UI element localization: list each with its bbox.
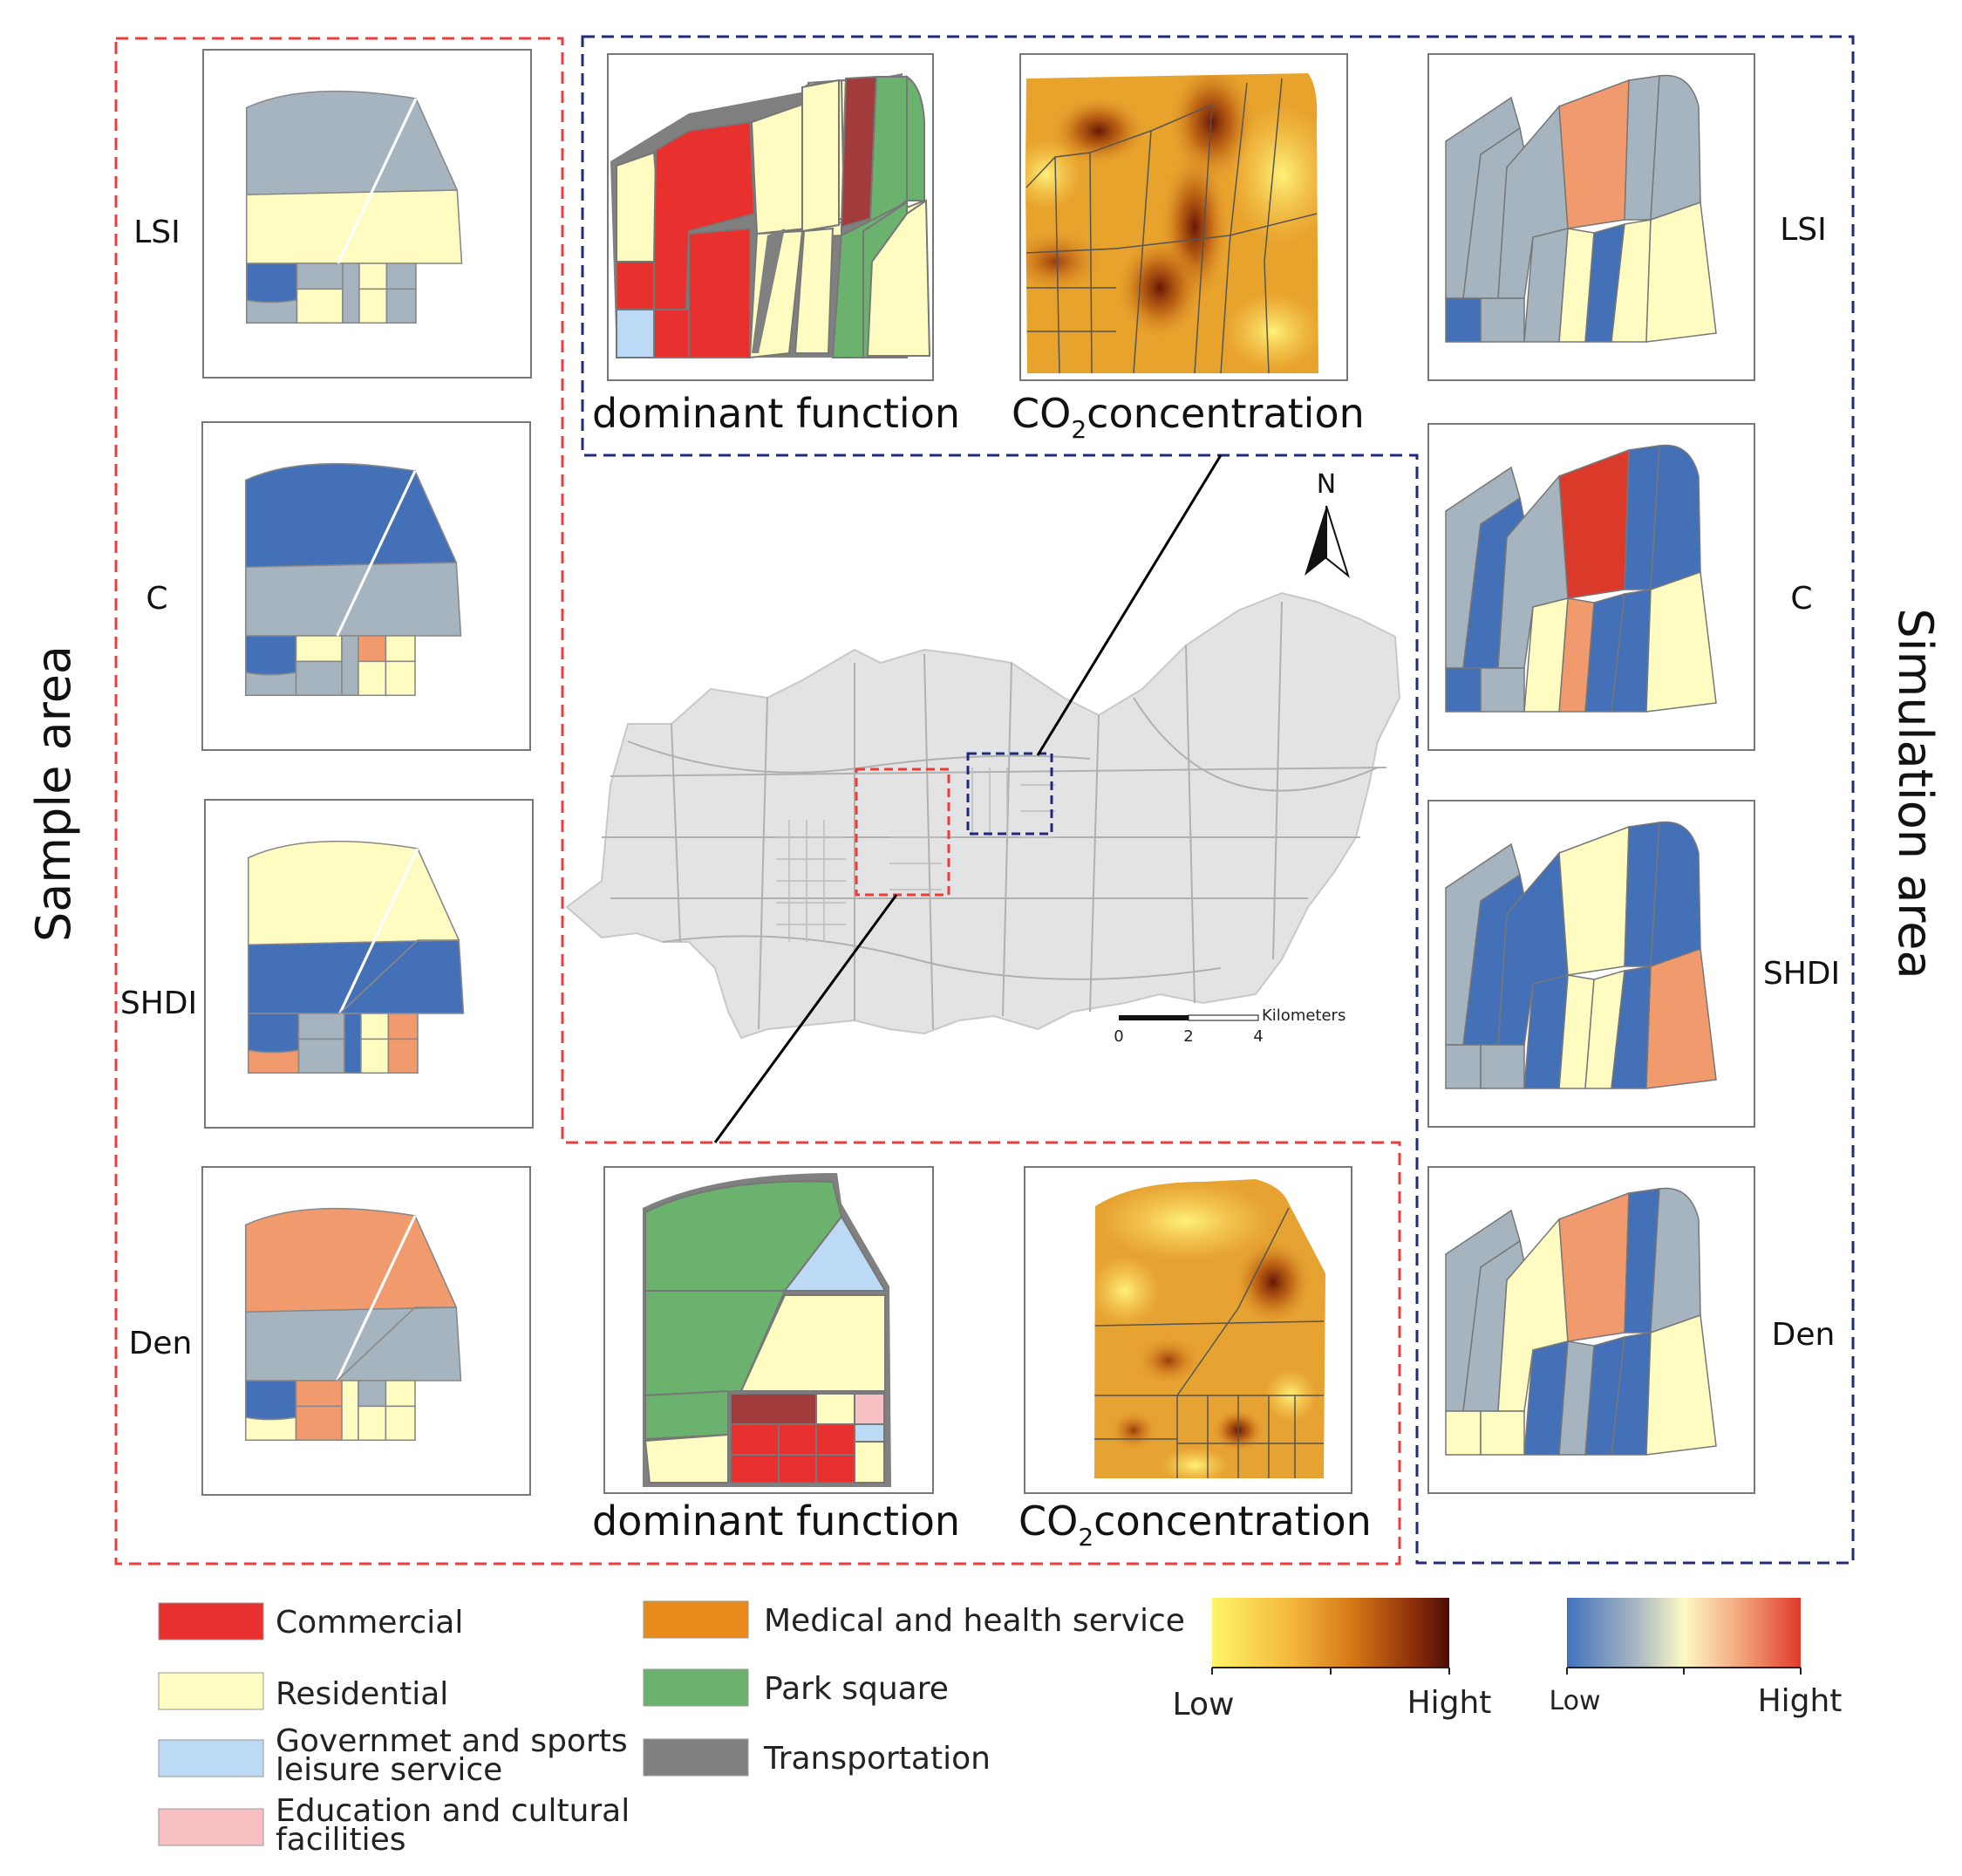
- svg-text:4: 4: [1253, 1027, 1263, 1046]
- row-label-sample-lsi: LSI: [133, 215, 181, 250]
- row-label-sample-shdi: SHDI: [120, 986, 197, 1021]
- simulation-area-frame: [581, 35, 1855, 1565]
- svg-text:Education and cultural: Education and cultural: [276, 1793, 630, 1829]
- legend-item-medical-health: Medical and health service: [643, 1600, 1185, 1639]
- row-label-sample-c: C: [146, 581, 167, 617]
- sample-index-map-1: [202, 49, 532, 379]
- row-label-sim-c: C: [1790, 581, 1812, 617]
- svg-text:leisure service: leisure service: [276, 1752, 502, 1788]
- caption-sample-co2: CO2concentration: [1018, 1497, 1372, 1552]
- sample-maps: [201, 49, 534, 1496]
- caption-sim-dominant-function: dominant function: [592, 390, 960, 437]
- legend-item-education-culture: Education and cultural facilities: [158, 1793, 630, 1858]
- legend-item-government-sports: Governmet and sports leisure service: [158, 1723, 628, 1788]
- svg-text:Transportation: Transportation: [763, 1741, 991, 1777]
- sample-dominant-function-map: [603, 1166, 934, 1494]
- svg-text:2: 2: [1183, 1027, 1193, 1046]
- svg-text:Low: Low: [1549, 1686, 1600, 1716]
- co2-color-ramp: Low Hight: [1173, 1598, 1492, 1723]
- sample-area-title: Sample area: [26, 645, 81, 942]
- row-label-sim-den: Den: [1772, 1317, 1836, 1353]
- sim-index-map-2: [1427, 423, 1755, 751]
- simulation-area-title: Simulation area: [1888, 608, 1943, 979]
- sim-index-map-4: [1427, 1166, 1755, 1494]
- simulation-maps: [1427, 53, 1755, 1494]
- sample-index-map-3: [204, 799, 534, 1129]
- svg-text:Hight: Hight: [1758, 1683, 1843, 1719]
- svg-text:Hight: Hight: [1407, 1685, 1492, 1721]
- legend-item-residential: Residential: [158, 1672, 448, 1712]
- caption-sim-co2: CO2concentration: [1012, 390, 1365, 444]
- svg-text:N: N: [1317, 469, 1336, 500]
- sample-co2-concentration-map: [1024, 1166, 1352, 1494]
- svg-text:CO2concentration: CO2concentration: [1012, 390, 1365, 444]
- sample-index-map-4: [201, 1166, 531, 1496]
- sim-dominant-function-map: [607, 53, 934, 381]
- row-label-sim-shdi: SHDI: [1763, 956, 1840, 992]
- svg-text:Kilometers: Kilometers: [1262, 1006, 1345, 1025]
- caption-sample-dominant-function: dominant function: [592, 1497, 960, 1545]
- scale-bar: 0 2 4 Kilometers: [1114, 1006, 1345, 1046]
- row-label-sample-den: Den: [129, 1326, 193, 1361]
- svg-text:0: 0: [1114, 1027, 1123, 1046]
- sim-index-map-1: [1427, 53, 1755, 381]
- svg-text:CO2concentration: CO2concentration: [1018, 1497, 1372, 1552]
- legend-item-transportation: Transportation: [643, 1738, 991, 1777]
- svg-text:facilities: facilities: [276, 1822, 406, 1858]
- row-label-sim-lsi: LSI: [1780, 212, 1827, 248]
- svg-text:Low: Low: [1173, 1687, 1235, 1723]
- sim-index-map-3: [1427, 800, 1755, 1128]
- svg-text:Governmet and sports: Governmet and sports: [276, 1723, 628, 1759]
- index-color-ramp: Low Hight: [1549, 1598, 1842, 1719]
- sample-index-map-2: [201, 421, 531, 751]
- legend-item-park-square: Park square: [643, 1668, 949, 1707]
- svg-text:Park square: Park square: [764, 1671, 949, 1707]
- legend: Commercial Residential Governmet and spo…: [158, 1598, 1842, 1858]
- svg-text:Commercial: Commercial: [276, 1605, 463, 1641]
- north-arrow-icon: N: [1305, 469, 1350, 578]
- svg-text:Residential: Residential: [276, 1676, 448, 1712]
- sim-co2-concentration-map: [1019, 53, 1348, 381]
- svg-text:Medical and health service: Medical and health service: [764, 1603, 1185, 1639]
- overview-city-map: [565, 454, 1401, 1143]
- sample-area-frame: [114, 37, 1401, 1566]
- legend-item-commercial: Commercial: [158, 1602, 463, 1641]
